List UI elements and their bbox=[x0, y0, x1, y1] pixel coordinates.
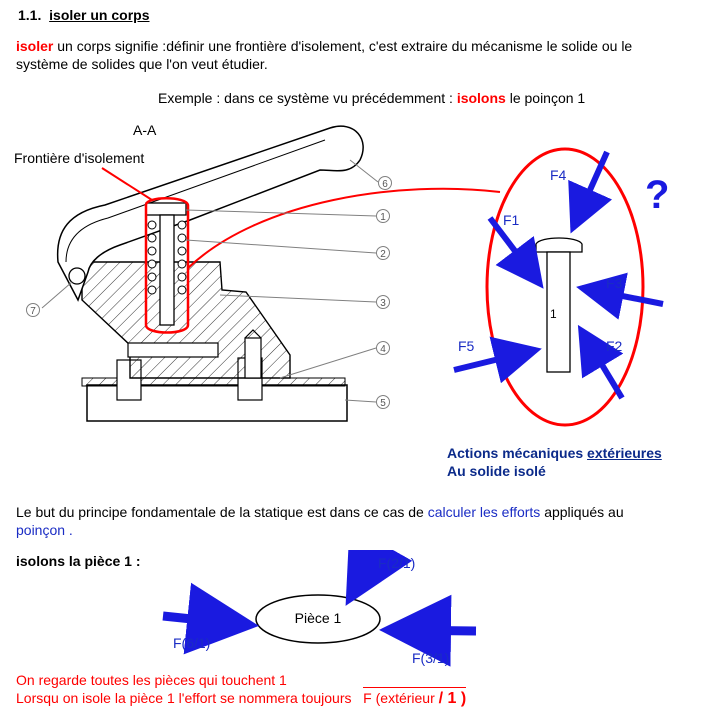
definition-line-2: système de solides que l'on veut étudier… bbox=[16, 56, 268, 72]
callout-4: 4 bbox=[380, 344, 386, 355]
force-arrow-f2 bbox=[577, 324, 625, 400]
force-arrow-f1 bbox=[487, 216, 544, 289]
die-plate bbox=[127, 342, 219, 358]
definition-paragraph: isoler un corps signifie :définir une fr… bbox=[16, 37, 692, 73]
example-prefix: Exemple : dans ce système vu précédemmen… bbox=[158, 90, 457, 106]
notes-line-1: On regarde toutes les pièces qui touchen… bbox=[16, 672, 287, 688]
lever bbox=[56, 125, 364, 302]
notation-end: / 1 ) bbox=[438, 690, 467, 707]
force-label-f3: F3 bbox=[606, 275, 623, 291]
isolated-caption-line-1: Actions mécaniques extérieures bbox=[447, 445, 662, 461]
isolated-punch-head bbox=[535, 237, 583, 253]
force-arrow-f4 bbox=[568, 150, 613, 234]
callout-6: 6 bbox=[382, 179, 388, 190]
punch-head bbox=[145, 202, 187, 216]
isolated-punch-shaft bbox=[546, 251, 571, 373]
guide-pin bbox=[244, 337, 262, 379]
section-title: isoler un corps bbox=[49, 7, 150, 23]
notes: On regarde toutes les pièces qui touchen… bbox=[16, 671, 467, 708]
force-arrow-f5 bbox=[453, 336, 542, 384]
boundary-label-leader bbox=[101, 167, 153, 201]
callout-5: 5 bbox=[380, 398, 386, 409]
force-label-f61: F(6/1) bbox=[173, 635, 210, 651]
force-label-f21: F(2/1) bbox=[378, 555, 415, 571]
isolated-part-number: 1 bbox=[550, 307, 557, 321]
force-arrow-f3 bbox=[576, 272, 664, 320]
part-ellipse-label: Pièce 1 bbox=[295, 610, 342, 626]
isolated-caption-line-2: Au solide isolé bbox=[447, 463, 546, 479]
definition-line-1: isoler un corps signifie :définir une fr… bbox=[16, 37, 692, 55]
isolation-boundary bbox=[144, 197, 190, 334]
definition-text-1: un corps signifie :définir une frontière… bbox=[53, 38, 633, 54]
goal-line-1: Le but du principe fondamentale de la st… bbox=[16, 504, 624, 520]
spring bbox=[147, 220, 187, 295]
punch-shaft bbox=[159, 214, 175, 326]
isolated-caption-underlined: extérieures bbox=[587, 445, 662, 461]
definition-keyword: isoler bbox=[16, 38, 54, 54]
mechanism-drawing: 6 1 2 3 4 5 7 A-A Frontière d'isolement … bbox=[14, 122, 669, 427]
isolated-boundary-ellipse bbox=[485, 147, 645, 427]
section-label: A-A bbox=[133, 122, 157, 138]
notation-vector: F (extérieur / 1 ) bbox=[363, 687, 467, 708]
example-line: Exemple : dans ce système vu précédemmen… bbox=[158, 89, 585, 107]
force-label-f2: F2 bbox=[606, 338, 623, 354]
force-arrow-f21 bbox=[345, 550, 413, 606]
notes-line-2: Lorsqu on isole la pièce 1 l'effort se n… bbox=[16, 687, 467, 708]
section-number: 1.1. bbox=[18, 7, 42, 23]
callout-3: 3 bbox=[380, 298, 386, 309]
callout-1: 1 bbox=[380, 212, 386, 223]
isolate-part-heading: isolons la pièce 1 : bbox=[16, 553, 141, 569]
notation-f: F bbox=[363, 690, 372, 706]
example-suffix: le poinçon 1 bbox=[505, 90, 586, 106]
isolated-caption: Actions mécaniques extérieures Au solide… bbox=[447, 444, 662, 480]
force-arrow-f61 bbox=[162, 582, 259, 655]
boundary-label: Frontière d'isolement bbox=[14, 150, 144, 166]
goal-line-2: poinçon . bbox=[16, 522, 73, 538]
callout-2: 2 bbox=[380, 249, 386, 260]
force-label-f31: F(3/1) bbox=[412, 650, 449, 666]
goal-highlight-1: calculer les efforts bbox=[427, 504, 541, 520]
example-keyword: isolons bbox=[456, 90, 506, 106]
part-diagram: Pièce 1 F(2/1) F(6/1) F(3/1) bbox=[162, 550, 477, 667]
callout-7: 7 bbox=[30, 306, 36, 317]
goal-highlight-2: poinçon bbox=[16, 522, 66, 538]
pivot-pin bbox=[68, 267, 86, 285]
force-label-f1: F1 bbox=[503, 212, 520, 228]
notation-arrow bbox=[363, 687, 467, 688]
force-label-f4: F4 bbox=[550, 167, 567, 183]
force-label-f5: F5 bbox=[458, 338, 475, 354]
goal-paragraph: Le but du principe fondamentale de la st… bbox=[16, 503, 624, 539]
section-heading: 1.1. isoler un corps bbox=[18, 6, 150, 24]
force-arrow-f31 bbox=[379, 594, 477, 667]
question-mark: ? bbox=[645, 173, 669, 217]
callouts bbox=[26, 176, 392, 409]
boundary-connector bbox=[187, 187, 501, 269]
